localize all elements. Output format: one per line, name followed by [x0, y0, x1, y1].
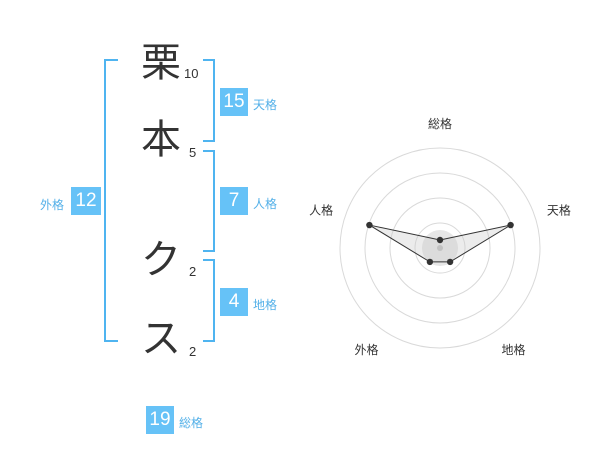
gaikaku-badge: 12: [71, 187, 101, 215]
radar-point: [446, 258, 454, 266]
radar-point: [426, 258, 434, 266]
chikaku-label: 地格: [253, 298, 278, 312]
jinkaku-bracket: [203, 150, 215, 252]
tenkaku-label: 天格: [253, 98, 278, 112]
stroke-count-3: 2: [189, 264, 197, 279]
radar-axis-label: 人格: [309, 202, 333, 217]
radar-ring: [389, 197, 491, 299]
radar-polygon: [369, 224, 511, 263]
jinkaku-badge: 7: [220, 187, 248, 215]
chikaku-badge: 4: [220, 288, 248, 316]
tenkaku-bracket: [203, 59, 215, 142]
stroke-count-1: 10: [184, 66, 199, 81]
radar-ring: [414, 222, 466, 274]
radar-axis-label: 外格: [355, 342, 379, 357]
soukaku-label: 総格: [179, 416, 204, 430]
radar-center-dot: [437, 245, 443, 251]
radar-axis-label: 地格: [501, 342, 525, 357]
gaikaku-label: 外格: [40, 198, 65, 212]
name-char-1: 栗: [141, 40, 181, 86]
soukaku-badge: 19: [146, 406, 174, 434]
name-char-4: ス: [141, 316, 181, 362]
radar-axis-label: 天格: [547, 202, 571, 217]
stroke-count-4: 2: [189, 344, 197, 359]
radar-point: [436, 236, 444, 244]
radar-point: [507, 221, 514, 229]
jinkaku-label: 人格: [253, 197, 278, 211]
radar-ring: [339, 147, 541, 349]
radar-point: [366, 221, 373, 229]
chikaku-bracket: [203, 259, 215, 342]
name-char-2: 本: [141, 117, 181, 163]
tenkaku-badge: 15: [220, 88, 248, 116]
name-char-3: ク: [141, 237, 181, 283]
gaikaku-bracket: [104, 59, 118, 342]
radar-axis-label: 総格: [428, 116, 452, 131]
radar-ring: [364, 172, 516, 324]
stroke-count-2: 5: [189, 145, 197, 160]
